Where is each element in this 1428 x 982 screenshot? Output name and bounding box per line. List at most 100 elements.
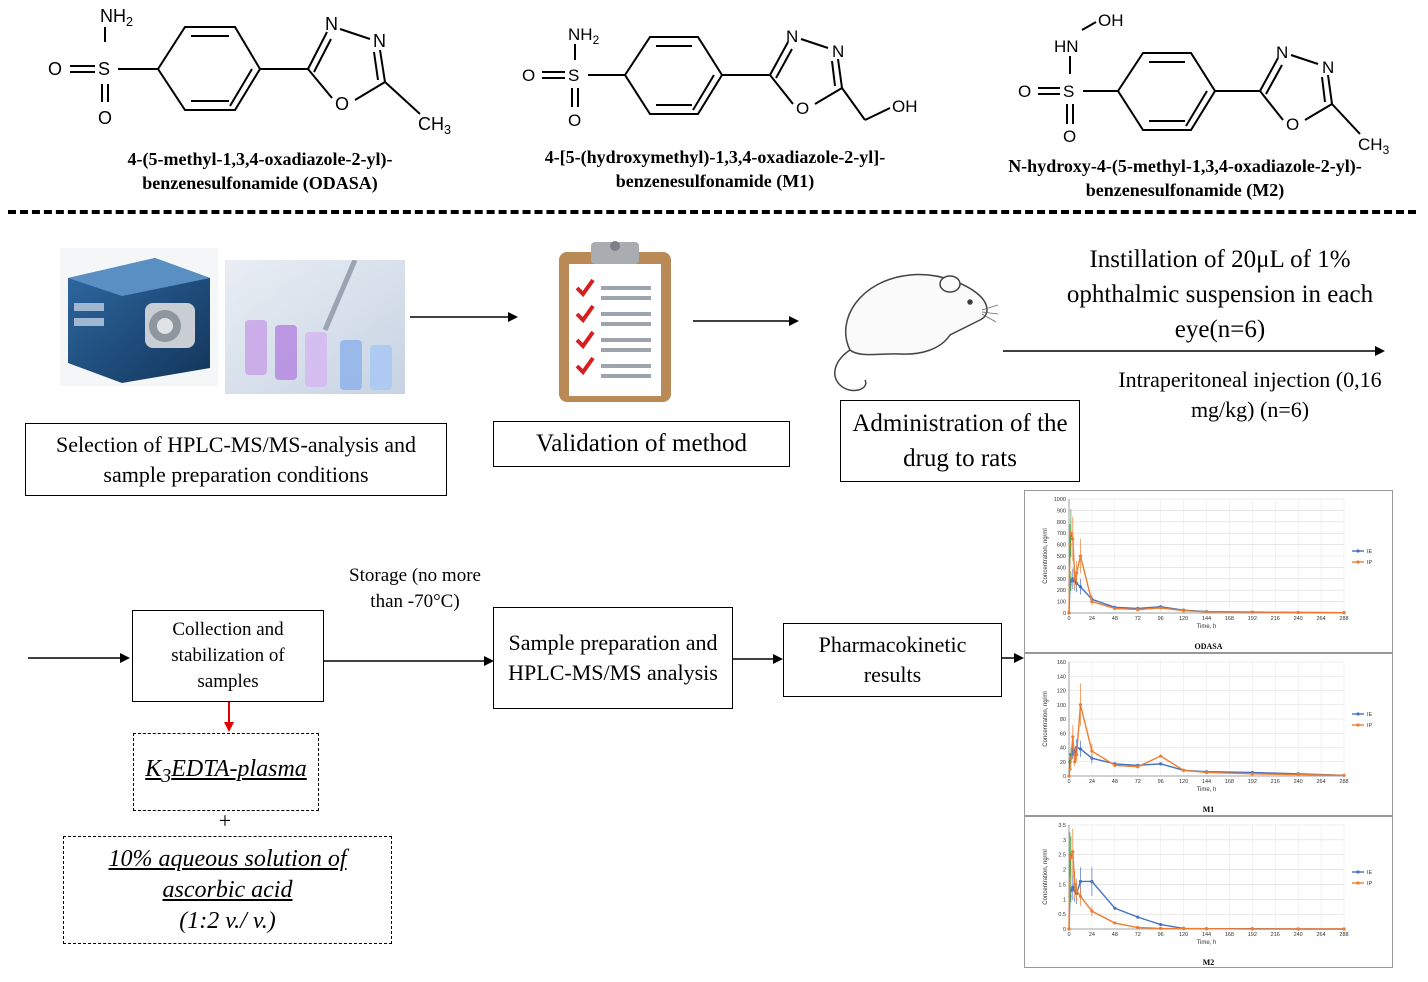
y-tick-label: 0 <box>1063 774 1066 780</box>
plasma-label-text: K3EDTA-plasma <box>145 755 307 787</box>
ascorbic-line: 10% aqueous solution of <box>108 845 347 872</box>
x-tick-label: 192 <box>1248 616 1257 622</box>
y-tick-label: 400 <box>1057 565 1066 571</box>
x-tick-label: 144 <box>1202 779 1211 785</box>
y-tick-label: 2.5 <box>1058 853 1066 859</box>
dashed-divider <box>8 210 1416 214</box>
x-tick-label: 144 <box>1202 616 1211 622</box>
compound-name-line: benzenesulfonamide (ODASA) <box>142 173 378 193</box>
arrow <box>410 312 518 322</box>
x-tick-label: 72 <box>1135 932 1141 938</box>
data-point <box>1090 909 1094 913</box>
x-axis-label: Time, h <box>1197 940 1217 946</box>
y-tick-label: 300 <box>1057 577 1066 583</box>
legend-marker <box>1356 560 1360 564</box>
x-tick-label: 24 <box>1089 932 1095 938</box>
data-point <box>1078 747 1083 751</box>
compound-name-line: 4-[5-(hydroxymethyl)-1,3,4-oxadiazole-2-… <box>544 147 886 167</box>
data-point <box>1075 888 1079 892</box>
ascorbic-line: (1:2 v./ v.) <box>179 907 276 934</box>
atom-label: S <box>568 66 579 85</box>
y-tick-label: 1.5 <box>1058 882 1066 888</box>
legend-label: IE <box>1367 549 1373 555</box>
compound-name-odasa: 4-(5-methyl-1,3,4-oxadiazole-2-yl)- benz… <box>80 147 440 195</box>
box-label: Pharmacokinetic results <box>818 632 967 687</box>
box-label: Sample preparation and HPLC-MS/MS analys… <box>508 630 718 685</box>
x-tick-label: 0 <box>1067 616 1070 622</box>
data-point <box>1136 607 1140 612</box>
data-point <box>1090 749 1094 753</box>
data-point <box>1075 753 1079 757</box>
data-point <box>1078 585 1083 589</box>
y-tick-label: 140 <box>1057 674 1066 680</box>
x-tick-label: 216 <box>1271 616 1280 622</box>
y-tick-label: 0 <box>1063 611 1066 617</box>
data-point <box>1296 610 1300 615</box>
legend-marker <box>1356 881 1360 885</box>
data-point <box>1090 600 1094 604</box>
y-axis-label: Concentration, ng/ml <box>1043 528 1049 583</box>
atom-label: O <box>568 111 581 130</box>
legend-marker <box>1356 712 1360 716</box>
pharmacokinetic-results-box: Pharmacokinetic results <box>783 623 1002 697</box>
y-tick-label: 1000 <box>1054 497 1066 503</box>
x-tick-label: 168 <box>1225 616 1234 622</box>
y-tick-label: 600 <box>1057 543 1066 549</box>
compound-name-line: benzenesulfonamide (M2) <box>1085 180 1285 200</box>
red-arrow-down <box>224 702 234 732</box>
compound-name-m2: N-hydroxy-4-(5-methyl-1,3,4-oxadiazole-2… <box>960 154 1410 202</box>
ascorbic-line: ascorbic acid <box>162 876 293 903</box>
data-point <box>1067 774 1071 778</box>
sample-preparation-box: Sample preparation and HPLC-MS/MS analys… <box>493 607 733 709</box>
plus-sign: + <box>218 808 232 833</box>
y-axis-label: Concentration, ng/ml <box>1043 849 1049 904</box>
atom-label: N <box>832 42 844 61</box>
chart-title: M2 <box>1202 958 1215 967</box>
injection-text: Intraperitoneal injection (0,16 mg/kg) (… <box>1118 367 1382 422</box>
data-point <box>1069 756 1073 760</box>
atom-label: NH2 <box>100 6 133 29</box>
x-tick-label: 48 <box>1112 779 1118 785</box>
data-point <box>1090 879 1094 884</box>
x-tick-label: 120 <box>1179 779 1188 785</box>
lab-vials-image <box>225 260 405 394</box>
ascorbic-acid-box: 10% aqueous solution of ascorbic acid (1… <box>63 836 392 944</box>
y-tick-label: 60 <box>1060 731 1066 737</box>
atom-label: CH3 <box>418 114 451 137</box>
series-line <box>1068 704 1345 777</box>
x-tick-label: 240 <box>1294 932 1303 938</box>
chart-title: M1 <box>1202 805 1215 814</box>
data-point <box>1071 735 1075 739</box>
data-point <box>1159 762 1163 766</box>
compound-name-line: N-hydroxy-4-(5-methyl-1,3,4-oxadiazole-2… <box>1008 156 1362 176</box>
x-tick-label: 264 <box>1316 779 1325 785</box>
atom-label: O <box>1018 82 1031 101</box>
legend-label: IE <box>1367 712 1373 718</box>
atom-label: O <box>98 108 112 128</box>
data-point <box>1204 610 1209 614</box>
compound-name-line: benzenesulfonamide (M1) <box>615 171 815 191</box>
results-connector <box>1002 653 1024 663</box>
x-tick-label: 24 <box>1089 779 1095 785</box>
x-tick-label: 216 <box>1271 932 1280 938</box>
y-tick-label: 40 <box>1060 746 1066 752</box>
x-tick-label: 96 <box>1158 932 1164 938</box>
y-tick-label: 100 <box>1057 600 1066 606</box>
series-line <box>1068 851 1344 930</box>
atom-label: O <box>335 94 349 114</box>
data-point <box>1073 882 1077 887</box>
arrow <box>1003 346 1385 356</box>
data-point <box>1113 906 1117 910</box>
y-tick-label: 0 <box>1063 927 1066 933</box>
atom-label: S <box>1063 82 1074 101</box>
storage-text: Storage (no more than -70°C) <box>349 565 481 612</box>
data-point <box>1159 606 1163 610</box>
clipboard-checklist-icon <box>559 241 671 402</box>
x-tick-label: 72 <box>1135 616 1141 622</box>
arrow <box>324 656 494 666</box>
atom-label: N <box>325 14 338 34</box>
